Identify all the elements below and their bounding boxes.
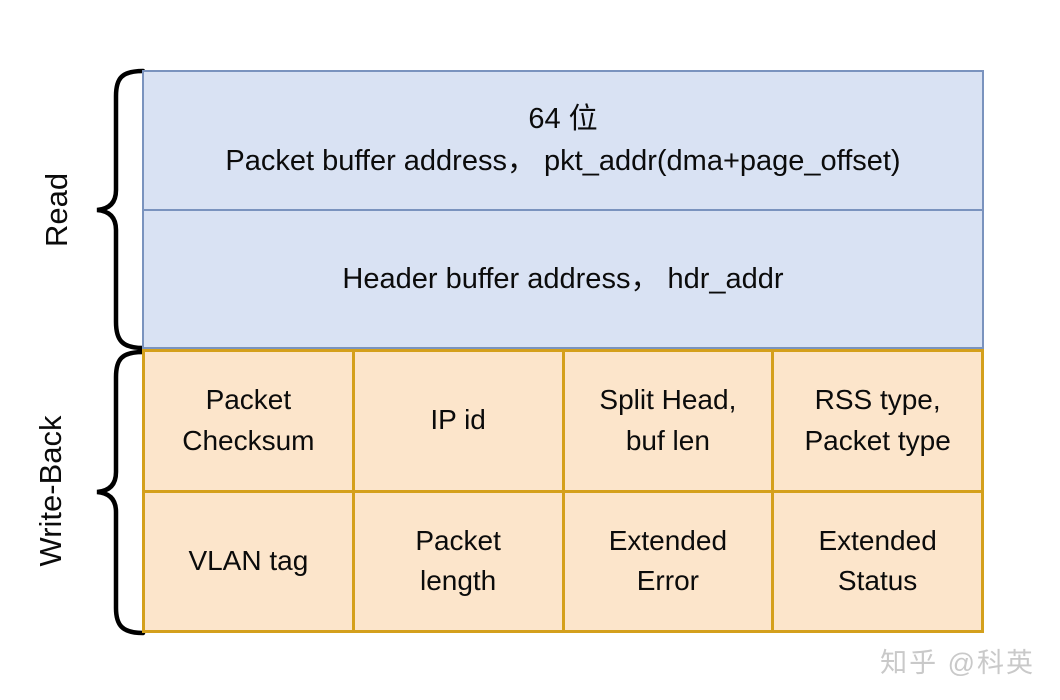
write-back-brace [96, 349, 146, 636]
cell-extended-error: Extended Error [564, 492, 772, 630]
cell-extended-status: Extended Status [774, 492, 981, 630]
read-descriptor-table: 64 位 Packet buffer address， pkt_addr(dma… [142, 70, 984, 349]
cell-vlan-tag: VLAN tag [145, 492, 352, 630]
cell-packet-checksum: Packet Checksum [145, 352, 352, 490]
cell-split-head-buf-len: Split Head, buf len [564, 352, 772, 490]
read-row-packet-buffer-address: 64 位 Packet buffer address， pkt_addr(dma… [144, 72, 982, 209]
read-row-header-buffer-address: Header buffer address， hdr_addr [144, 210, 982, 347]
cell-rss-type-packet-type: RSS type, Packet type [774, 352, 981, 490]
read-brace [96, 68, 146, 351]
write-back-section-label: Write-Back [33, 415, 68, 567]
cell-packet-length: Packet length [354, 492, 562, 630]
write-back-descriptor-table: Packet Checksum IP id Split Head, buf le… [142, 349, 984, 633]
cell-ip-id: IP id [354, 352, 562, 490]
read-section-label: Read [39, 172, 74, 248]
zhihu-watermark: 知乎 @科英 [880, 648, 1035, 678]
